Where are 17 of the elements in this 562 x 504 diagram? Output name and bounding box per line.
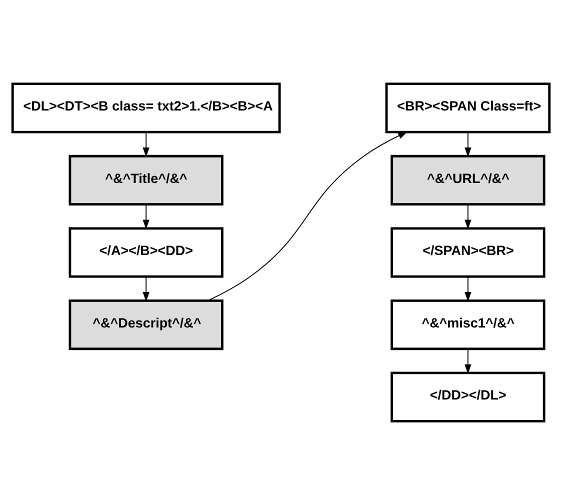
node-box: <BR><SPAN Class=ft>: [385, 82, 551, 133]
node-box: </A></B><DD>: [68, 226, 224, 278]
arrow: [464, 348, 472, 374]
node-box: </DD></DL>: [390, 371, 546, 422]
node-box: ^&^Descript^/&^: [68, 298, 224, 350]
arrow: [464, 276, 472, 302]
node-box: ^&^Title^/&^: [68, 154, 224, 206]
node-box: ^&^URL^/&^: [390, 154, 546, 206]
arrow: [464, 131, 472, 157]
node-box: <DL><DT><B class= txt2>1.</B><B><A: [11, 82, 281, 133]
arrow: [142, 276, 150, 302]
node-box: ^&^misc1^/&^: [390, 298, 546, 350]
arrow: [464, 204, 472, 229]
arrow: [142, 131, 150, 157]
arrow: [207, 130, 408, 301]
arrow: [142, 204, 150, 229]
node-box: </SPAN><BR>: [390, 226, 546, 278]
